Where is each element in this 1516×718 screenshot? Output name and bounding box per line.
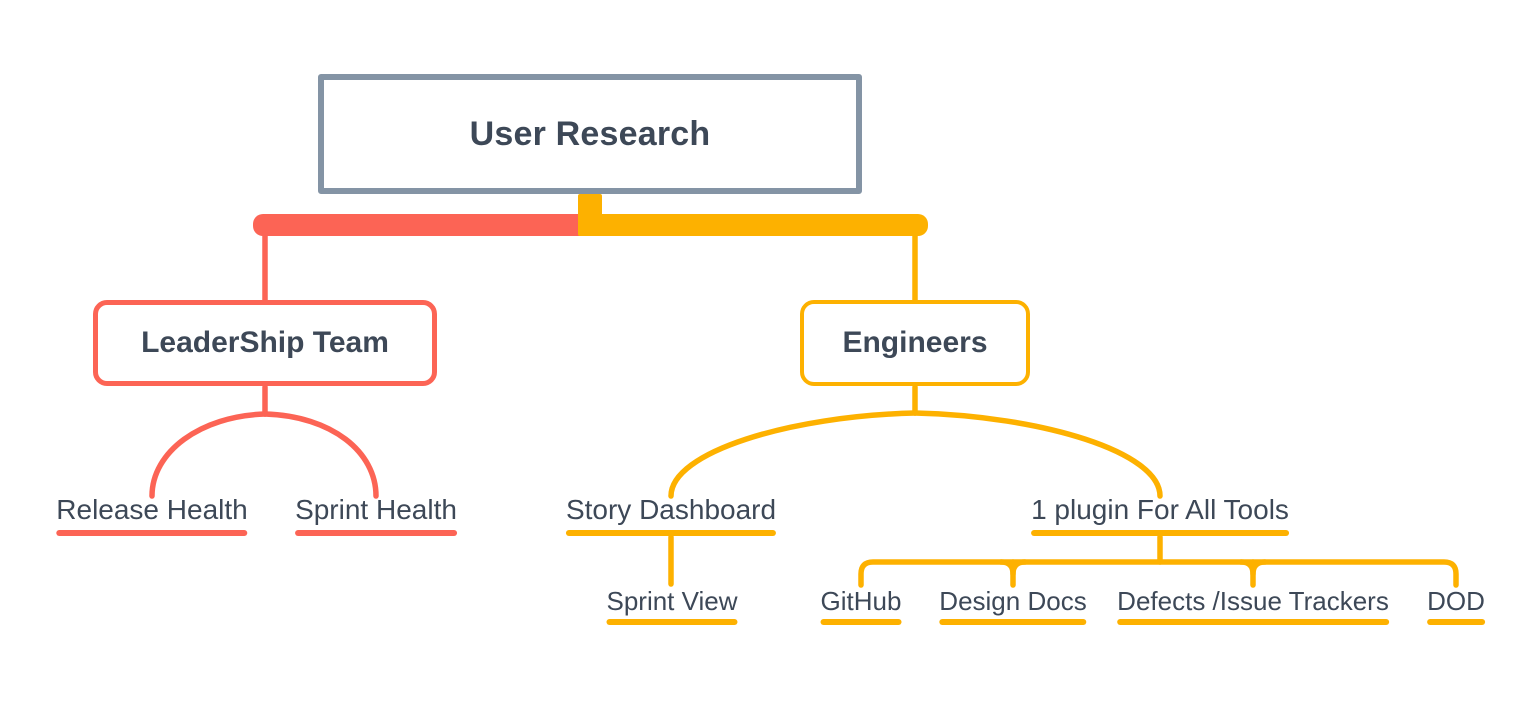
connector-defects-fillet bbox=[1238, 559, 1268, 577]
underline-sprint-view bbox=[606, 619, 738, 625]
node-story-dashboard-label: Story Dashboard bbox=[565, 494, 777, 525]
trunk-bar-leadership bbox=[253, 214, 590, 236]
node-github[interactable]: GitHub bbox=[811, 586, 912, 625]
node-sprint-health-label: Sprint Health bbox=[295, 494, 457, 525]
connector-release-health bbox=[149, 411, 268, 499]
node-defects-issue-trackers-label: Defects /Issue Trackers bbox=[1117, 586, 1389, 616]
node-story-dashboard[interactable]: Story Dashboard bbox=[554, 492, 788, 536]
node-release-health-label: Release Health bbox=[56, 494, 248, 525]
underline-github bbox=[820, 619, 902, 625]
underline-story-dashboard bbox=[565, 530, 777, 536]
underline-defects-issue-trackers bbox=[1117, 619, 1389, 625]
underline-one-plugin bbox=[1031, 530, 1289, 536]
underline-sprint-health bbox=[295, 530, 457, 536]
connector-design-docs-fillet bbox=[998, 559, 1028, 577]
underline-release-health bbox=[56, 530, 248, 536]
node-sprint-view[interactable]: Sprint View bbox=[596, 586, 747, 625]
node-one-plugin-for-all-tools[interactable]: 1 plugin For All Tools bbox=[1019, 492, 1301, 536]
node-dod[interactable]: DOD bbox=[1417, 586, 1495, 625]
connector-tools-bus bbox=[858, 559, 1459, 588]
underline-dod bbox=[1427, 619, 1485, 625]
connector-one-plugin bbox=[912, 410, 1163, 499]
node-design-docs[interactable]: Design Docs bbox=[929, 586, 1096, 625]
root-stub bbox=[578, 194, 602, 236]
node-github-label: GitHub bbox=[820, 586, 902, 616]
node-one-plugin-label: 1 plugin For All Tools bbox=[1031, 494, 1289, 525]
node-user-research[interactable]: User Research bbox=[318, 74, 862, 194]
node-leadership-team[interactable]: LeaderShip Team bbox=[93, 300, 437, 386]
node-engineers[interactable]: Engineers bbox=[800, 300, 1030, 386]
underline-design-docs bbox=[939, 619, 1087, 625]
node-sprint-health[interactable]: Sprint Health bbox=[283, 492, 469, 536]
node-defects-issue-trackers[interactable]: Defects /Issue Trackers bbox=[1107, 586, 1399, 625]
node-engineers-label: Engineers bbox=[842, 326, 988, 359]
node-design-docs-label: Design Docs bbox=[939, 586, 1087, 616]
node-leadership-team-label: LeaderShip Team bbox=[141, 326, 389, 359]
node-dod-label: DOD bbox=[1427, 586, 1485, 616]
node-sprint-view-label: Sprint View bbox=[606, 586, 738, 616]
node-release-health[interactable]: Release Health bbox=[44, 492, 259, 536]
node-user-research-label: User Research bbox=[469, 114, 711, 153]
connector-story-dashboard bbox=[668, 410, 918, 499]
trunk-bar-engineers bbox=[590, 214, 928, 236]
connector-sprint-health bbox=[262, 411, 379, 499]
